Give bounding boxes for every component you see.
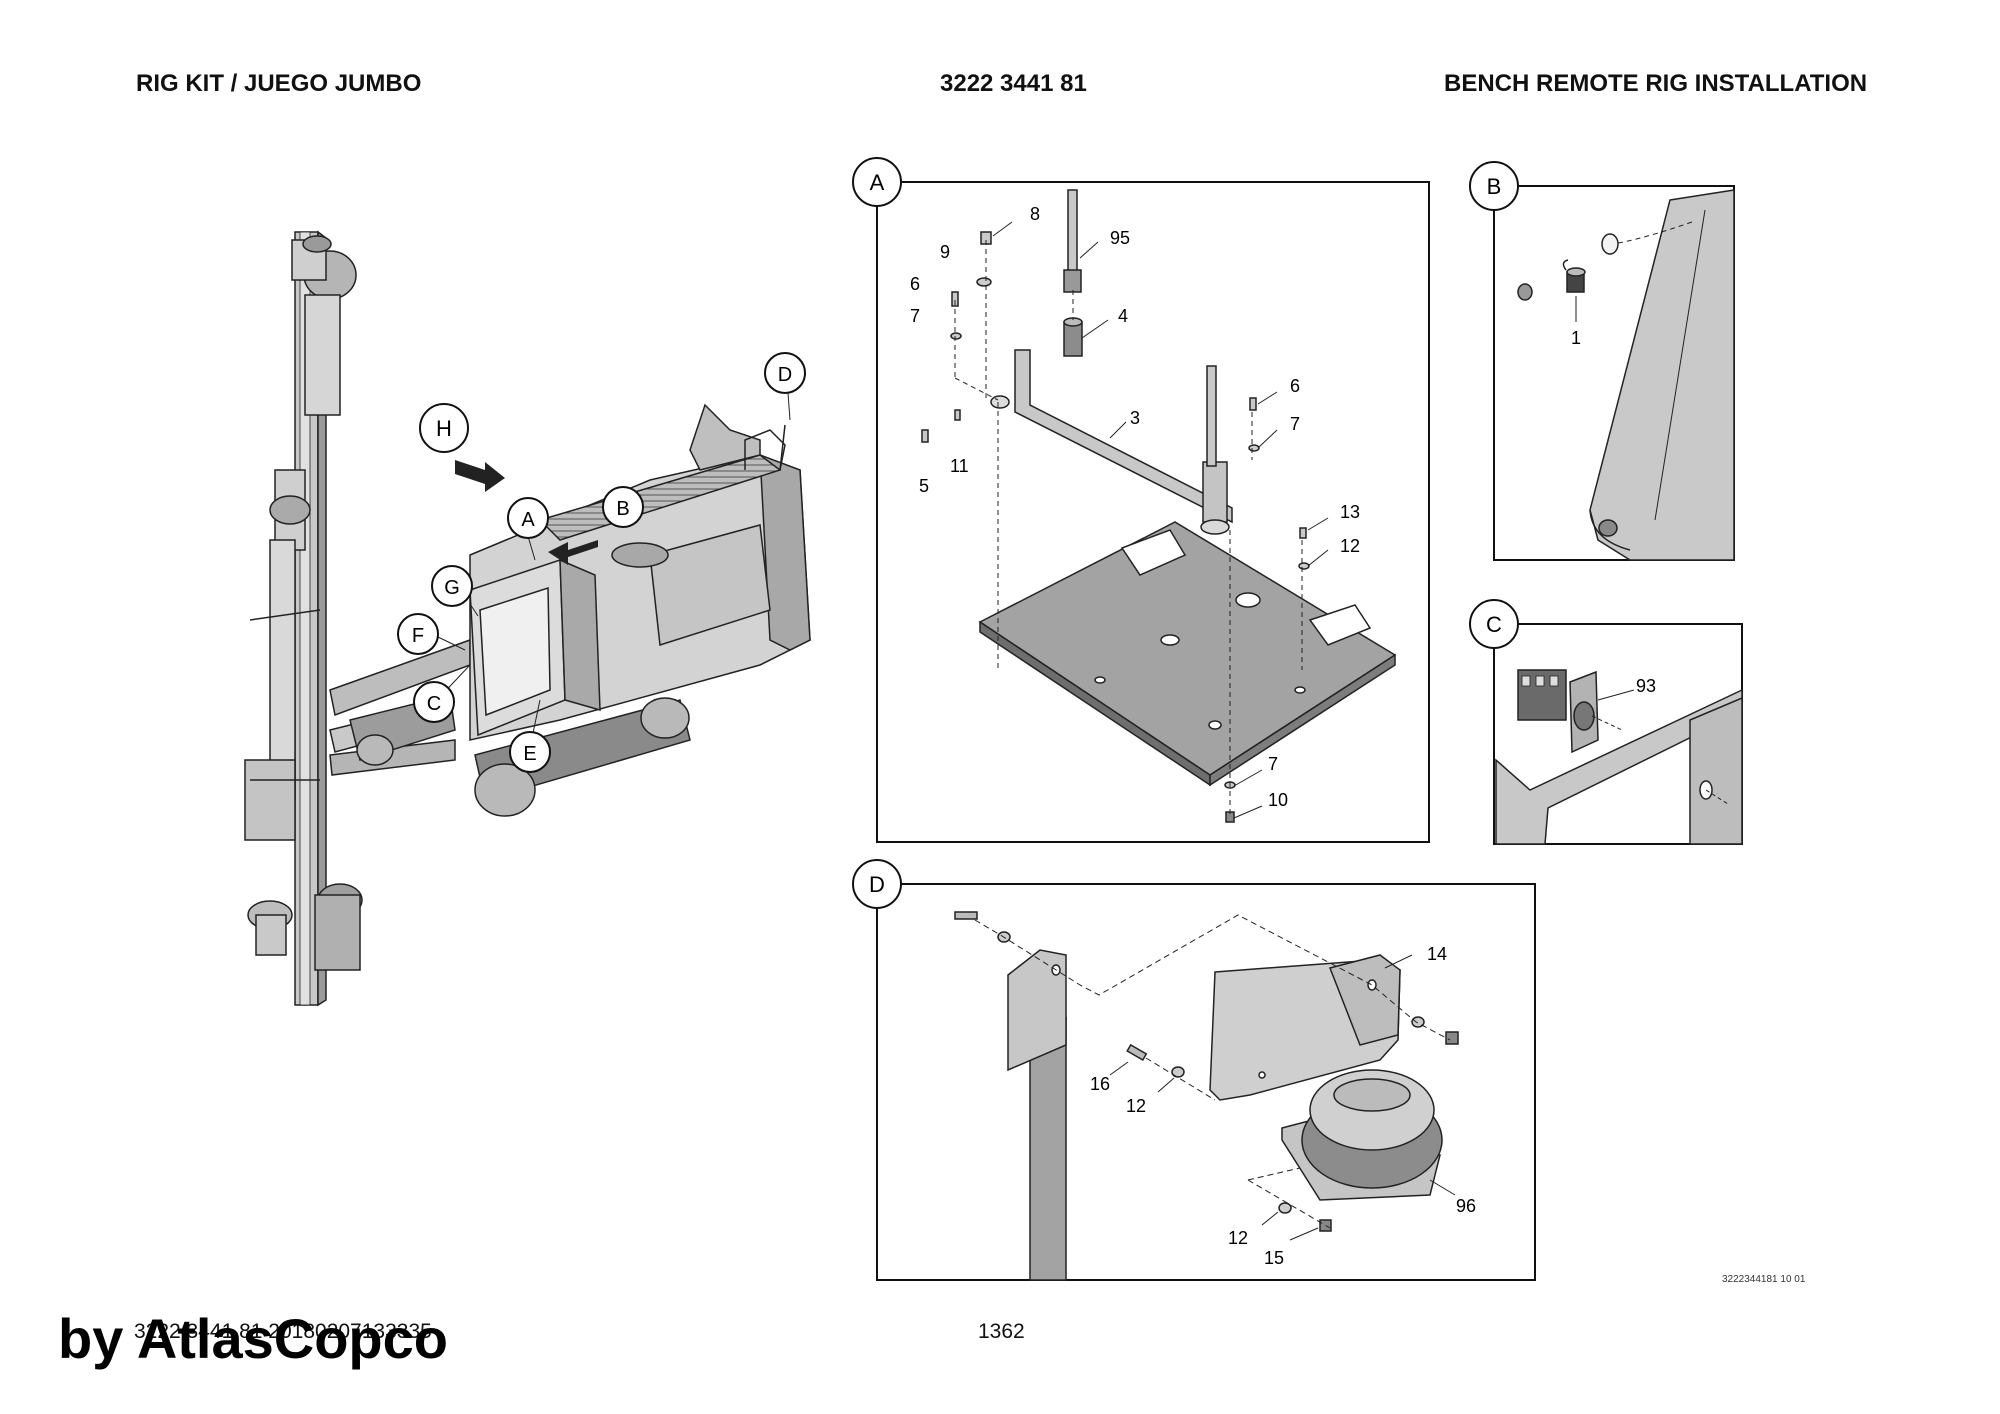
- svg-text:H: H: [436, 416, 452, 441]
- overview-callout-H: H: [419, 403, 469, 453]
- footer-page-number: 1362: [978, 1320, 1025, 1343]
- svg-text:E: E: [523, 743, 536, 765]
- panel-A-part-3: 3: [1130, 408, 1140, 428]
- overview-callout-C: C: [413, 681, 455, 723]
- panel-A-part-6b: 6: [1290, 376, 1300, 396]
- panel-A-part-8: 8: [1030, 204, 1040, 224]
- svg-text:A: A: [870, 170, 885, 195]
- panel-A-part-7b: 7: [1290, 414, 1300, 434]
- panel-A-artwork: [921, 189, 1397, 823]
- footer-code: 3222 3441 81 20180207133335: [134, 1320, 432, 1343]
- footer-watermark: by AtlasCopco: [58, 1307, 448, 1370]
- svg-text:A: A: [521, 509, 535, 531]
- panel-D-part-16: 16: [1090, 1074, 1110, 1094]
- panel-A-part-13: 13: [1340, 502, 1360, 522]
- panel-A-part-95: 95: [1110, 228, 1130, 248]
- panel-A-part-7: 7: [910, 306, 920, 326]
- drawing-reference-code: 3222344181 10 01: [1722, 1274, 1806, 1285]
- panel-A: A: [852, 157, 1430, 843]
- panel-D: D: [852, 859, 1536, 1281]
- panel-B-artwork: [1517, 189, 1735, 561]
- panel-B-part-1: 1: [1571, 328, 1581, 348]
- panel-A-part-7c: 7: [1268, 754, 1278, 774]
- panel-A-part-12: 12: [1340, 536, 1360, 556]
- header-right-title: BENCH REMOTE RIG INSTALLATION: [1444, 70, 1868, 97]
- svg-text:B: B: [1487, 174, 1502, 199]
- panel-D-part-96: 96: [1456, 1196, 1476, 1216]
- panel-C: C 93: [1469, 599, 1743, 845]
- svg-text:C: C: [1486, 612, 1502, 637]
- overview-callout-D: D: [764, 352, 806, 394]
- panel-D-artwork: [954, 911, 1459, 1281]
- panel-A-part-9: 9: [940, 242, 950, 262]
- svg-text:C: C: [427, 693, 441, 715]
- overview-callout-A: A: [507, 497, 549, 539]
- panel-A-part-6: 6: [910, 274, 920, 294]
- svg-text:D: D: [778, 364, 792, 386]
- panel-A-part-4: 4: [1118, 306, 1128, 326]
- header-part-number: 3222 3441 81: [940, 70, 1087, 97]
- panel-C-artwork: [1495, 669, 1743, 845]
- svg-text:G: G: [444, 577, 460, 599]
- panel-D-part-12b: 12: [1228, 1228, 1248, 1248]
- panel-B: B 1: [1469, 161, 1735, 561]
- header-left-title: RIG KIT / JUEGO JUMBO: [136, 70, 422, 97]
- panel-A-part-10: 10: [1268, 790, 1288, 810]
- panel-A-part-11: 11: [950, 456, 969, 476]
- panel-A-part-5: 5: [919, 476, 929, 496]
- overview-callout-B: B: [602, 486, 644, 528]
- overview-callout-G: G: [431, 565, 473, 607]
- panel-C-part-93: 93: [1636, 676, 1656, 696]
- overview-callout-F: F: [397, 613, 439, 655]
- svg-text:B: B: [616, 498, 629, 520]
- svg-text:F: F: [412, 625, 424, 647]
- svg-text:D: D: [869, 872, 885, 897]
- panel-D-part-15: 15: [1264, 1248, 1284, 1268]
- overview-callout-E: E: [509, 731, 551, 773]
- rig-overview: [244, 230, 811, 1007]
- panel-D-part-14: 14: [1427, 944, 1447, 964]
- panel-D-part-12: 12: [1126, 1096, 1146, 1116]
